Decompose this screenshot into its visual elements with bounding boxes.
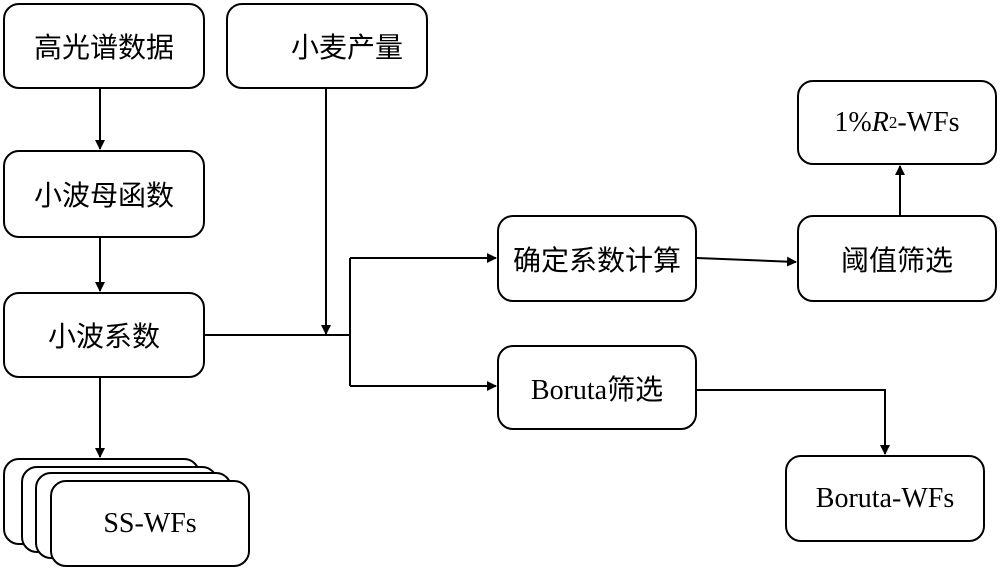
node-label-suffix: -WFs: [897, 106, 960, 138]
node-label: 小麦产量: [290, 33, 403, 64]
node-label: Boruta-WFs: [815, 482, 955, 514]
node-label: 阈值筛选: [840, 245, 953, 277]
node-label: 小波母函数: [33, 181, 174, 212]
node-label: SS-WFs: [103, 507, 197, 539]
node-ss-wfs: SS-WFs: [50, 480, 250, 567]
node-wheat-yield: 小麦产量: [226, 3, 428, 89]
node-label-superscript: 2: [888, 112, 898, 132]
arrow-r2-to-threshold: [696, 256, 797, 267]
node-label: Boruta筛选: [530, 374, 664, 406]
node-label-variable: R: [871, 106, 889, 138]
node-wavelet-coefficients: 小波系数: [3, 292, 205, 378]
node-r2-calculation: 确定系数计算: [497, 215, 697, 302]
node-label: 小波系数: [47, 322, 160, 353]
node-label-prefix: 1%: [834, 106, 872, 138]
arrow-boruta-to-boruta-wfs: [697, 389, 890, 455]
node-label: 高光谱数据: [33, 33, 174, 64]
node-threshold-selection: 阈值筛选: [797, 215, 997, 302]
node-hyperspectral-data: 高光谱数据: [3, 3, 205, 89]
node-label: 确定系数计算: [512, 245, 681, 277]
node-boruta-selection: Boruta筛选: [497, 345, 697, 430]
node-boruta-wfs: Boruta-WFs: [785, 455, 985, 542]
node-mother-wavelet: 小波母函数: [3, 150, 205, 238]
